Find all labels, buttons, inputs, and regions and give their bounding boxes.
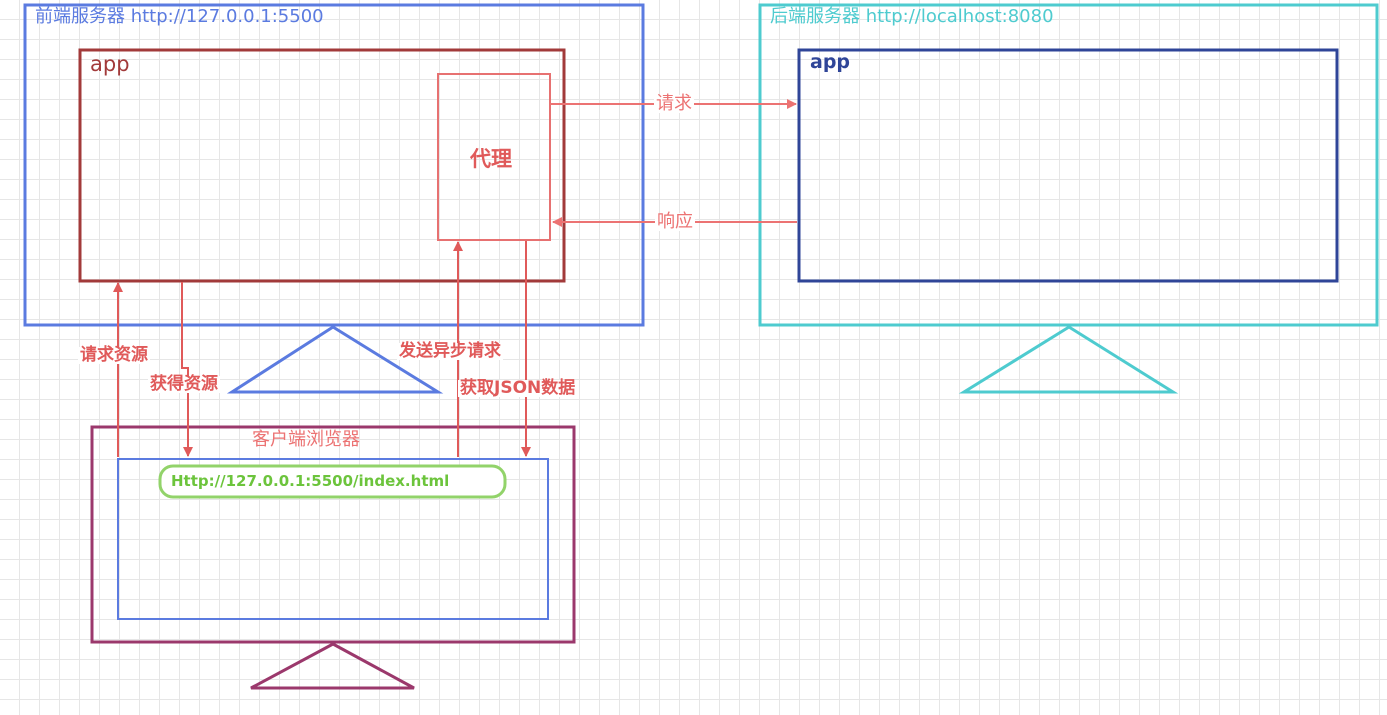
send-async-label: 发送异步请求 [397, 341, 503, 361]
proxy-box [437, 73, 551, 241]
frontend-server-box [23, 3, 645, 327]
client-browser-inner [117, 458, 549, 620]
get-json-label: 获取JSON数据 [458, 378, 578, 398]
frontend-app-box [78, 48, 566, 283]
backend-server-title: 后端服务器 http://localhost:8080 [770, 6, 1054, 27]
frontend-app-label: app [90, 52, 130, 76]
proxy-label: 代理 [470, 147, 512, 171]
frontend-server-title: 前端服务器 http://127.0.0.1:5500 [35, 6, 324, 27]
backend-app-label: app [810, 51, 851, 73]
get-resource-arrow [181, 282, 193, 457]
url-bar [158, 464, 507, 499]
request-resource-label: 请求资源 [78, 345, 150, 365]
frontend-server-stand [226, 325, 444, 394]
response-label: 响应 [655, 211, 695, 232]
backend-server-stand [958, 325, 1179, 394]
client-browser-stand [250, 642, 415, 690]
backend-app-box [797, 48, 1339, 283]
url-text: Http://127.0.0.1:5500/index.html [171, 472, 450, 490]
client-browser-box [90, 425, 576, 644]
client-browser-title: 客户端浏览器 [252, 429, 360, 450]
get-resource-label: 获得资源 [148, 374, 220, 394]
request-label: 请求 [654, 93, 694, 114]
backend-server-box [758, 3, 1379, 327]
